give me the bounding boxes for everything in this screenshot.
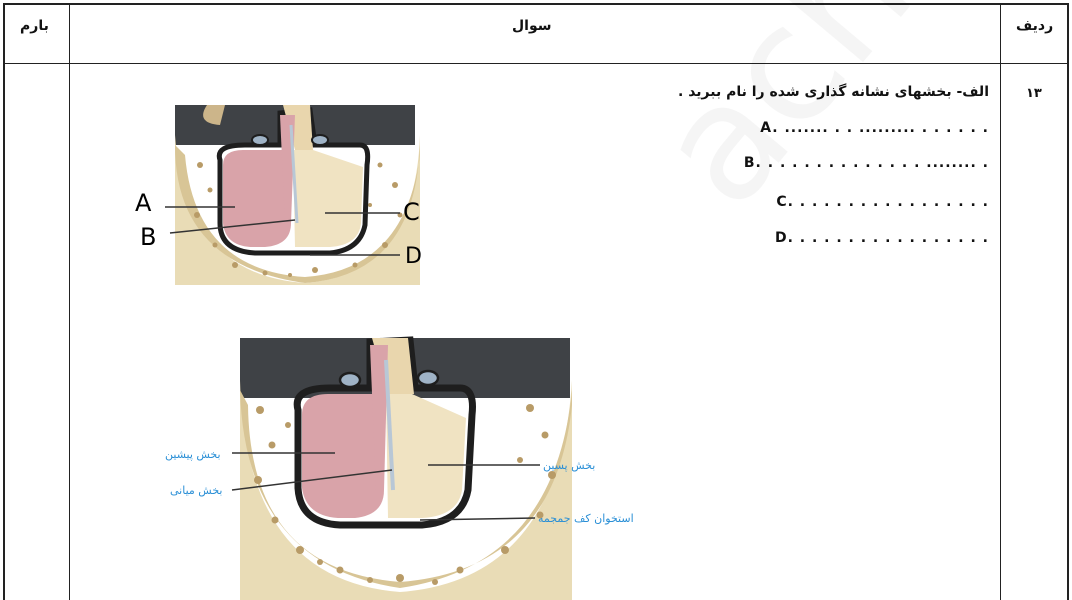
answer-line-c: C. . . . . . . . . . . . . . . . . <box>776 194 989 210</box>
figure2-label-posterior: بخش پسین <box>543 459 595 472</box>
pituitary-diagram-handlabeled: A B C D <box>115 105 445 285</box>
row-header: ردیف <box>1016 18 1053 34</box>
answer-line-d: D. . . . . . . . . . . . . . . . . <box>775 230 989 246</box>
figure1-label-d: D <box>405 244 422 269</box>
column-divider-row <box>1000 3 1001 600</box>
column-divider-grade <box>69 3 70 600</box>
figure1-label-b: B <box>140 223 156 251</box>
figure1-label-a: A <box>135 189 152 217</box>
figure1-label-c: C <box>403 198 420 226</box>
figure2-label-skull-base: استخوان کف جمجمه <box>538 512 634 525</box>
figure2-label-anterior: بخش پیشین <box>165 448 221 461</box>
pituitary-diagram-labeled: بخش پیشین بخش میانی بخش پسین استخوان کف … <box>160 330 660 600</box>
question-number: ۱۳ <box>1026 86 1042 101</box>
question-header: سوال <box>512 18 552 34</box>
grade-header: بارم <box>20 18 49 34</box>
figure2-label-middle: بخش میانی <box>170 484 222 497</box>
